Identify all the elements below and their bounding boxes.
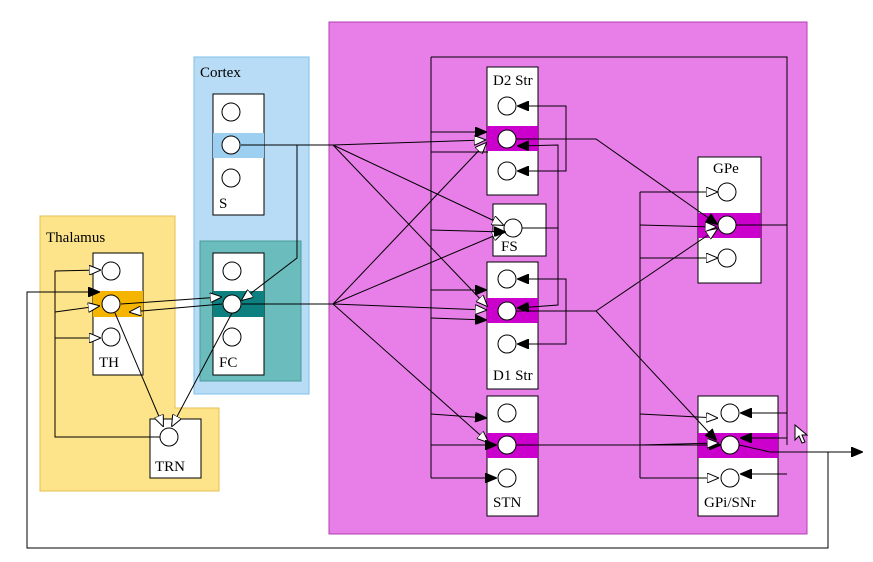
mouse-cursor-icon bbox=[794, 423, 809, 444]
fs-label: FS bbox=[501, 239, 518, 255]
d1-str-nucleus: D1 Str bbox=[486, 261, 539, 390]
connections bbox=[26, 56, 862, 549]
fs-nucleus: FS bbox=[492, 203, 547, 257]
trn-label: TRN bbox=[155, 459, 185, 475]
cortex-label: Cortex bbox=[200, 65, 241, 81]
gpe-nucleus: GPe bbox=[697, 156, 762, 284]
fc-nucleus: FC bbox=[212, 252, 265, 376]
trn-nucleus: TRN bbox=[149, 418, 202, 479]
d2-str-nucleus: D2 Str bbox=[486, 66, 539, 196]
d2-label: D2 Str bbox=[493, 73, 533, 89]
thalamus-label: Thalamus bbox=[46, 230, 105, 246]
stn-nucleus: STN bbox=[486, 395, 539, 517]
gpi-label: GPi/SNr bbox=[704, 495, 756, 511]
s-nucleus: S bbox=[212, 93, 265, 216]
gpi-snr-nucleus: GPi/SNr bbox=[697, 395, 779, 517]
d1-label: D1 Str bbox=[493, 368, 533, 384]
s-label: S bbox=[219, 196, 227, 212]
th-label: TH bbox=[99, 355, 119, 371]
gpe-label: GPe bbox=[713, 161, 739, 177]
th-nucleus: TH bbox=[92, 252, 144, 376]
stn-label: STN bbox=[493, 495, 522, 511]
fc-label: FC bbox=[219, 355, 237, 371]
